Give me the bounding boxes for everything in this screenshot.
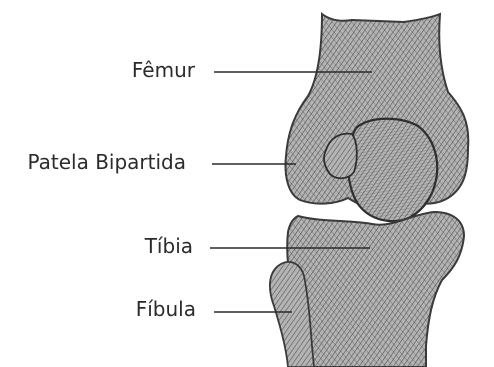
- tibia-label: Tíbia: [145, 236, 193, 256]
- patella-label: Patela Bipartida: [27, 152, 186, 172]
- femur-label: Fêmur: [132, 60, 195, 80]
- patella-bone: [324, 119, 437, 221]
- tibia-bone: [287, 212, 464, 367]
- fibula-label: Fíbula: [136, 299, 196, 319]
